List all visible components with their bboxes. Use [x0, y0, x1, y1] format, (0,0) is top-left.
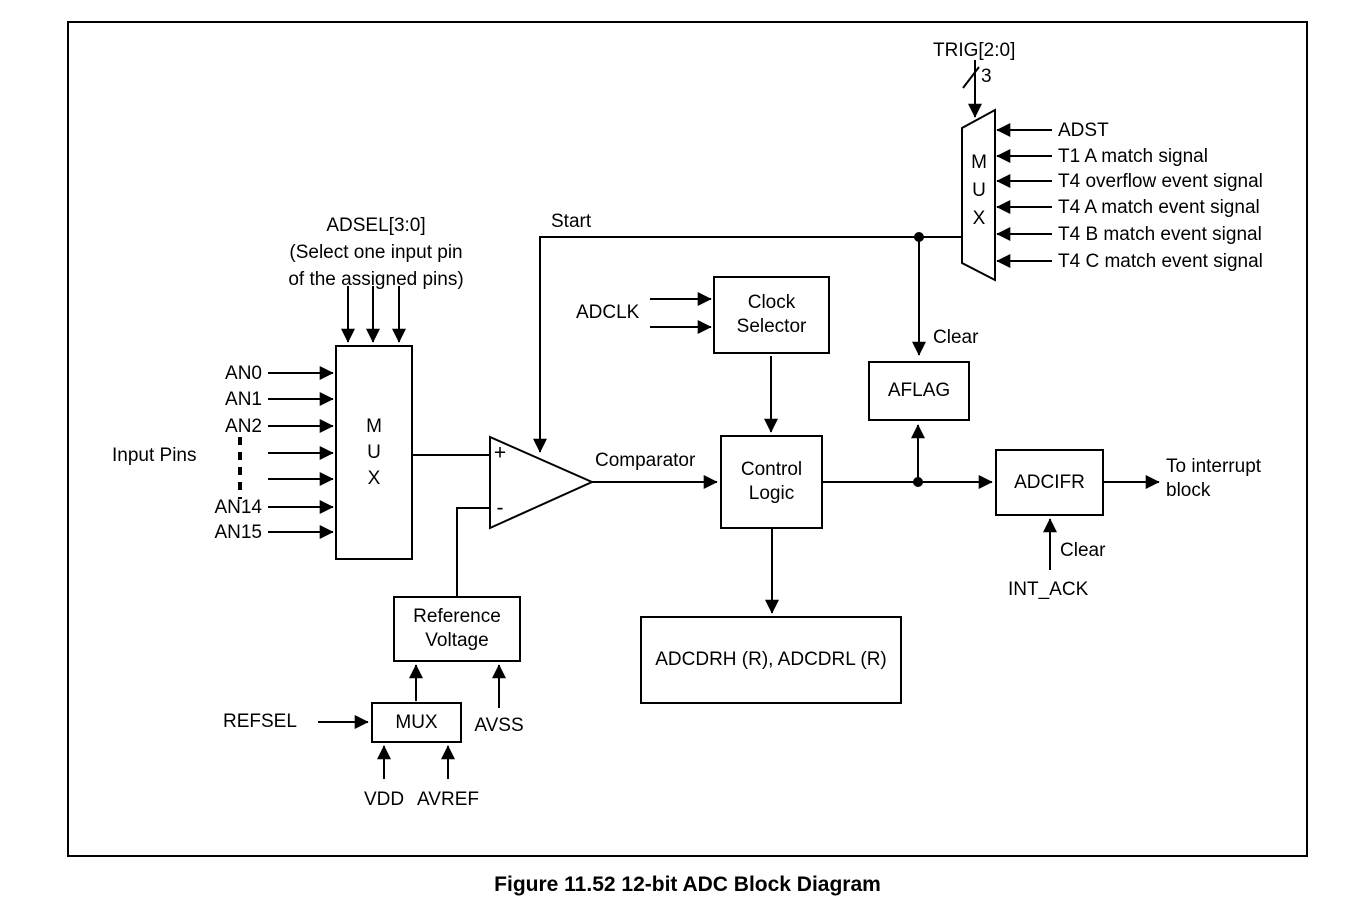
aflag-label: AFLAG	[887, 380, 951, 401]
interrupt-wires	[1043, 475, 1160, 570]
clock-wires	[650, 292, 778, 433]
comparator-label: Comparator	[595, 450, 696, 471]
bus-width-slash	[962, 66, 980, 89]
control-logic-box: Control Logic	[720, 435, 823, 529]
trigger-input-t4b: T4 B match event signal	[1058, 224, 1262, 245]
channel-an1: AN1	[225, 389, 262, 410]
adsel-note-line1: (Select one input pin	[289, 242, 463, 263]
channel-an14: AN14	[214, 497, 262, 518]
figure-caption: Figure 11.52 12-bit ADC Block Diagram	[494, 873, 881, 896]
comparator-wires	[412, 454, 718, 597]
trigger-input-t4c: T4 C match event signal	[1058, 251, 1263, 272]
to-interrupt-label: To interrupt block	[1166, 456, 1262, 501]
comparator-minus: -	[496, 496, 504, 520]
result-registers-label: ADCDRH (R), ADCDRL (R)	[655, 649, 887, 670]
reference-voltage-label: Reference Voltage	[413, 606, 501, 651]
reference-voltage-box: Reference Voltage	[393, 596, 521, 662]
input-mux-box: MUX	[335, 345, 413, 560]
channel-an2: AN2	[225, 416, 262, 437]
flag-junction-dot	[913, 477, 923, 487]
reference-mux-box: MUX	[371, 702, 462, 743]
trigger-input-t1a: T1 A match signal	[1058, 146, 1208, 167]
adcifr-box: ADCIFR	[995, 449, 1104, 516]
channel-an15: AN15	[214, 522, 262, 543]
refsel-label: REFSEL	[223, 711, 297, 732]
adsel-note-line2: of the assigned pins)	[288, 269, 464, 290]
clock-selector-box: Clock Selector	[713, 276, 830, 354]
avref-label: AVREF	[417, 789, 479, 810]
trigger-mux: MUX	[963, 149, 995, 233]
trigger-input-t4a: T4 A match event signal	[1058, 197, 1260, 218]
input-pins-label: Input Pins	[112, 445, 197, 466]
avss-label: AVSS	[474, 715, 524, 736]
input-mux-label: MUX	[366, 415, 382, 489]
start-junction-dot	[914, 232, 924, 242]
trigger-mux-label: MUX	[971, 152, 987, 229]
diagram-border	[67, 21, 1308, 857]
trig-bus-label: TRIG[2:0]	[933, 40, 1016, 61]
start-wire	[533, 236, 962, 453]
adsel-wires	[341, 286, 406, 343]
control-logic-wires	[765, 424, 993, 614]
comparator-shape	[489, 435, 595, 530]
reference-mux-label: MUX	[395, 711, 438, 733]
trigger-wires	[962, 60, 1052, 268]
start-label: Start	[551, 211, 592, 232]
aflag-clear-label: Clear	[933, 327, 979, 348]
trigger-mux-shape	[961, 108, 996, 282]
vdd-label: VDD	[363, 789, 405, 810]
adcifr-clear-label: Clear	[1060, 540, 1106, 561]
trigger-input-t4ovf: T4 overflow event signal	[1058, 171, 1263, 192]
adsel-note: ADSEL[3:0] (Select one input pin of the …	[280, 212, 472, 293]
control-logic-label: Control Logic	[740, 459, 803, 504]
comparator-plus: +	[493, 441, 507, 465]
trigger-input-adst: ADST	[1058, 120, 1109, 141]
clock-selector-label: Clock Selector	[736, 292, 807, 337]
channel-an0: AN0	[225, 363, 262, 384]
reference-wires	[318, 664, 506, 779]
bus-width-label: 3	[981, 66, 992, 87]
analog-input-wires	[238, 366, 334, 539]
result-registers-box: ADCDRH (R), ADCDRL (R)	[640, 616, 902, 704]
adsel-label: ADSEL[3:0]	[326, 215, 426, 236]
adcifr-label: ADCIFR	[1014, 471, 1085, 493]
adclk-label: ADCLK	[576, 302, 640, 323]
aflag-box: AFLAG	[868, 361, 970, 421]
int-ack-label: INT_ACK	[1008, 579, 1089, 600]
